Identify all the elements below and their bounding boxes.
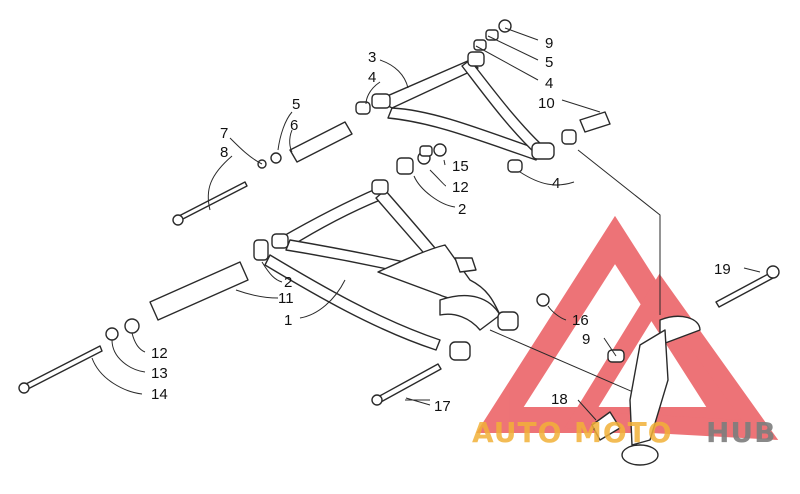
upper-a-arm: [355, 19, 611, 173]
label-4a: 4: [368, 69, 376, 86]
label-18: 18: [551, 391, 568, 408]
label-6: 6: [290, 117, 298, 134]
bolt-19: [715, 265, 780, 308]
label-1: 1: [284, 312, 292, 329]
label-12a: 12: [452, 179, 469, 196]
label-5b: 5: [545, 54, 553, 71]
label-4b: 4: [545, 75, 553, 92]
label-12b: 12: [151, 345, 168, 362]
label-7: 7: [220, 125, 228, 142]
lower-a-arm: [253, 143, 519, 361]
watermark-text-hub: HUB: [706, 416, 777, 449]
label-5a: 5: [292, 96, 300, 113]
bolt-17: [371, 363, 442, 406]
label-9a: 9: [545, 35, 553, 52]
watermark-text: AUTO MOTO HUB: [472, 416, 777, 449]
label-10: 10: [538, 95, 555, 112]
label-2b: 2: [284, 274, 292, 291]
watermark-text-auto: AUTO: [472, 416, 562, 449]
label-16: 16: [572, 312, 589, 329]
bushing-18: [591, 411, 621, 441]
watermark-text-moto: MOTO: [574, 416, 673, 449]
label-9b: 9: [582, 331, 590, 348]
callout-leaders: [91, 27, 761, 421]
label-13: 13: [151, 365, 168, 382]
label-17: 17: [434, 398, 451, 415]
label-19: 19: [714, 261, 731, 278]
label-15: 15: [452, 158, 469, 175]
upper-pivot-hardware: [172, 121, 353, 226]
nut-16: [536, 293, 550, 307]
label-14: 14: [151, 386, 168, 403]
label-4c: 4: [552, 175, 560, 192]
label-8: 8: [220, 144, 228, 161]
leader-lines: [405, 149, 661, 401]
lower-pivot-hardware: [18, 261, 249, 394]
callout-labels: 1 2 2 3 4 4 4 5 5 6 7 8 9 9 10 11 12 12 …: [151, 35, 731, 415]
label-2a: 2: [458, 201, 466, 218]
label-11: 11: [278, 290, 294, 307]
label-3: 3: [368, 49, 376, 66]
